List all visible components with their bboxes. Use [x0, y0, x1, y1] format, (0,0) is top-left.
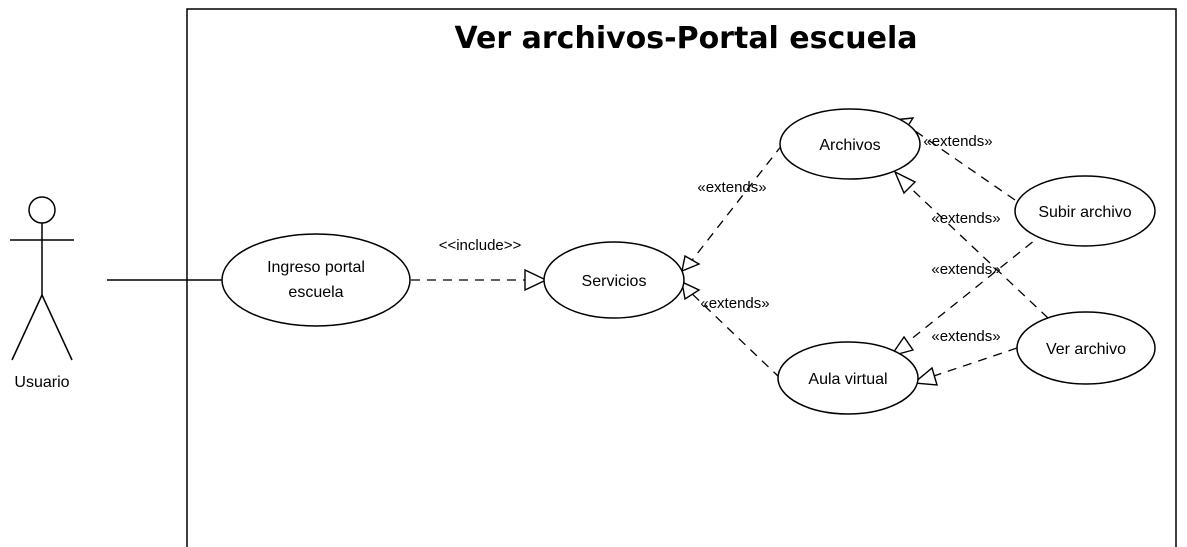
usecase-servicios — [543, 241, 685, 319]
extends-arrowhead-servicios-bottom — [681, 280, 701, 301]
extends-line-ver-aula — [921, 347, 1018, 381]
usecase-servicios-label: Servicios — [582, 273, 647, 290]
usecase-ingreso-label: Ingreso portal — [267, 259, 365, 276]
usecase-ingreso-portal — [221, 233, 411, 327]
extends-line-servicios-aula — [685, 287, 781, 379]
usecase-ingreso-label-line2: escuela — [288, 284, 343, 301]
usecase-ver-label: Ver archivo — [1046, 341, 1126, 358]
extends-arrowhead-servicios-top — [681, 254, 701, 273]
actor-usuario — [10, 196, 74, 361]
system-title: Ver archivos-Portal escuela — [454, 21, 917, 56]
usecase-archivos-label: Archivos — [819, 137, 880, 154]
actor-right-leg — [41, 294, 73, 361]
usecase-archivos — [779, 108, 921, 180]
include-arrowhead — [524, 268, 548, 292]
extends-arrowhead-aula-ver — [912, 366, 938, 386]
usecase-aula-virtual — [777, 341, 919, 415]
extends-label-ver-aula: «extends» — [931, 328, 1000, 345]
actor-label: Usuario — [14, 374, 69, 391]
usecase-aula-label: Aula virtual — [808, 371, 887, 388]
extends-label-servicios-archivos: «extends» — [697, 179, 766, 196]
extends-label-subir-archivos: «extends» — [923, 133, 992, 150]
extends-line-ver-archivos — [899, 177, 1049, 319]
system-boundary — [186, 8, 1177, 547]
actor-head — [28, 196, 56, 224]
extends-line-subir-archivos — [904, 123, 1016, 201]
usecase-ver-archivo — [1016, 311, 1156, 385]
actor-left-leg — [11, 294, 43, 361]
include-label: <<include>> — [439, 237, 522, 254]
usecase-subir-label: Subir archivo — [1038, 204, 1131, 221]
extends-arrowhead-archivos-ver — [893, 170, 917, 195]
extends-label-subir-aula: «extends» — [931, 261, 1000, 278]
extends-label-servicios-aula: «extends» — [700, 295, 769, 312]
usecase-subir-archivo — [1014, 175, 1156, 247]
extends-label-ver-archivos: «extends» — [931, 210, 1000, 227]
extends-line-servicios-archivos — [685, 144, 783, 269]
